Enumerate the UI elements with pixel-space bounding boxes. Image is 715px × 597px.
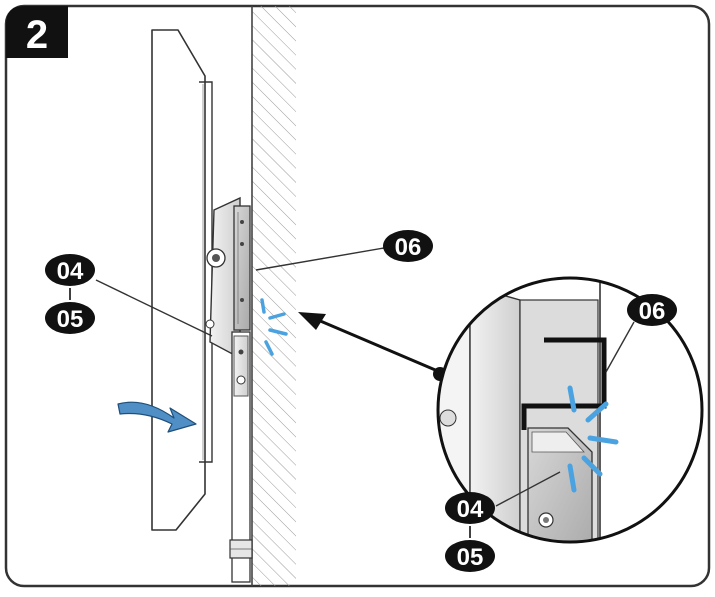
wall-section xyxy=(251,6,296,586)
callout-label: 06 xyxy=(639,298,666,325)
lock-rail xyxy=(229,331,253,583)
callout-04-detail: 04 xyxy=(445,492,495,524)
callout-label: 04 xyxy=(57,258,84,285)
wall-plate xyxy=(233,205,251,331)
callout-05-detail: 05 xyxy=(445,540,495,572)
leader-line xyxy=(605,321,635,373)
click-marks xyxy=(260,298,288,356)
leader-line xyxy=(255,247,385,271)
tv-panel xyxy=(151,29,213,531)
callout-label: 05 xyxy=(457,544,484,571)
callout-label: 04 xyxy=(457,496,484,523)
callout-05: 05 xyxy=(45,302,95,334)
callout-label: 06 xyxy=(395,234,422,261)
leader-line xyxy=(495,471,561,507)
callout-04: 04 xyxy=(45,254,95,286)
step-number: 2 xyxy=(26,13,48,57)
leader-line xyxy=(95,279,213,337)
tv-bracket xyxy=(205,196,241,360)
motion-arrow xyxy=(117,401,197,433)
callout-label: 05 xyxy=(57,306,84,333)
callout-06: 06 xyxy=(383,230,433,262)
step-badge: 2 xyxy=(6,6,68,58)
callout-06-detail: 06 xyxy=(627,294,677,326)
